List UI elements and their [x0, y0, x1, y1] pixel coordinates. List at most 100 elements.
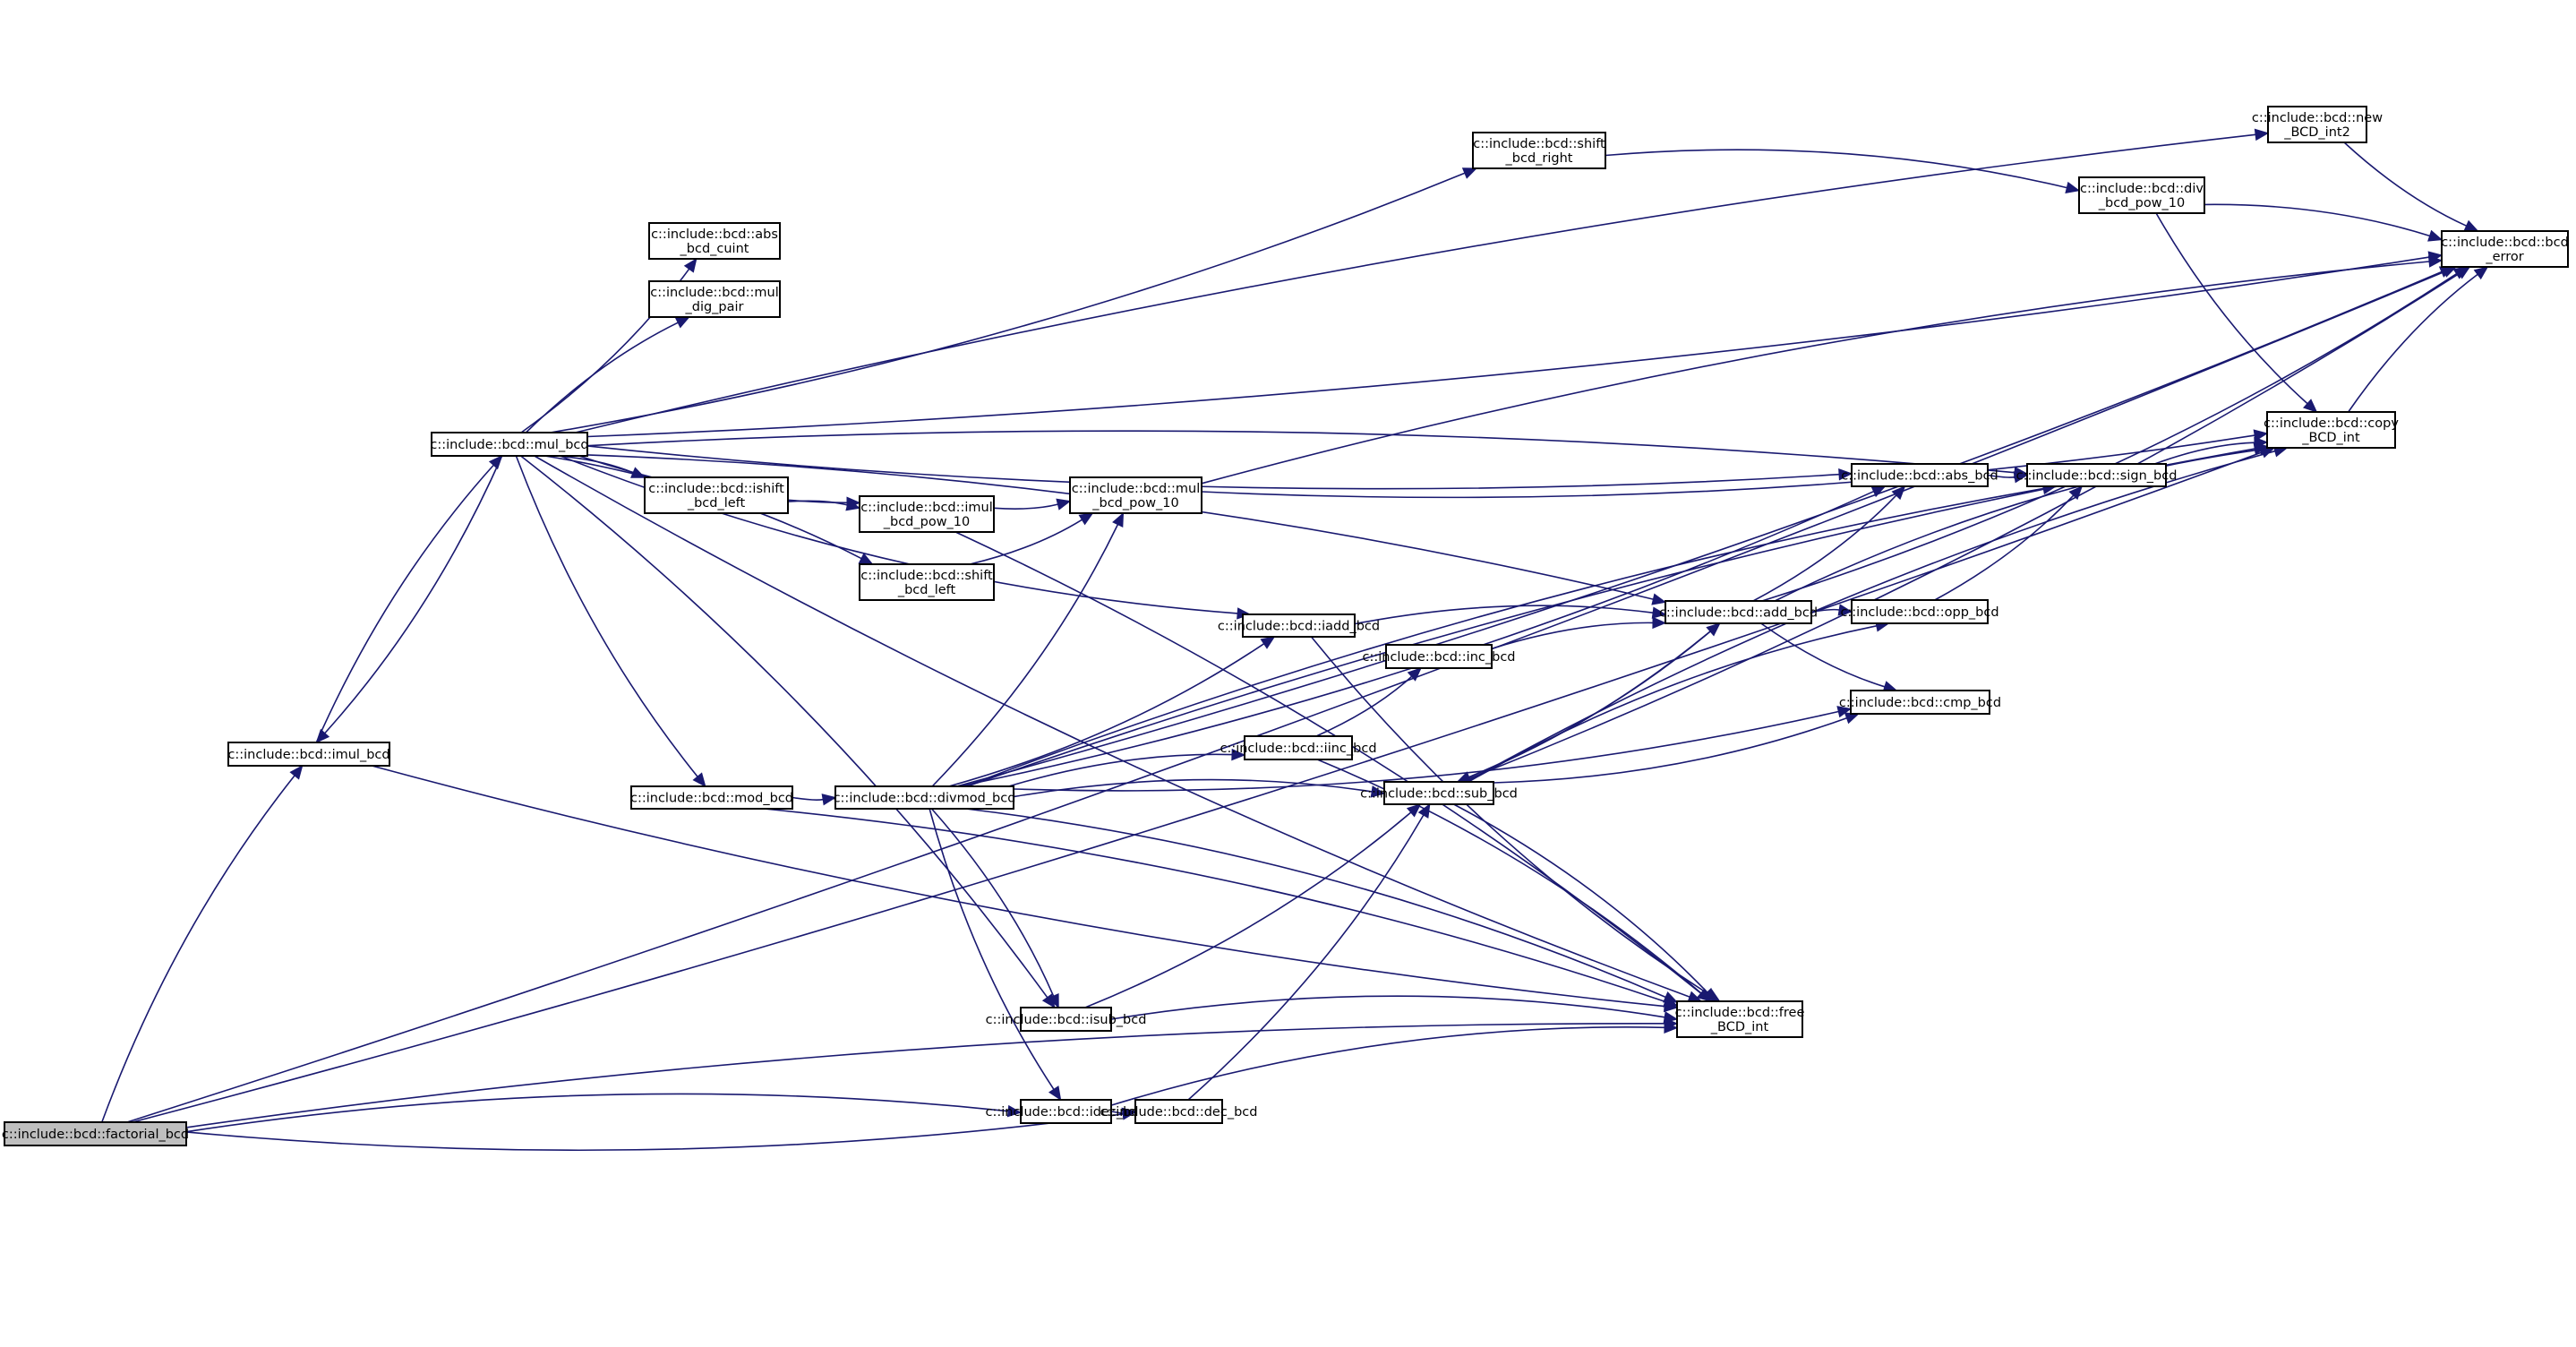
node-shift_bcd_left[interactable]: c::include::bcd::shift_bcd_left [859, 563, 995, 601]
node-cmp_bcd[interactable]: c::include::bcd::cmp_bcd [1839, 690, 2001, 715]
edge-line [185, 1093, 1009, 1133]
edge-line [550, 172, 1466, 433]
node-box[interactable] [2078, 176, 2205, 214]
edge-line [1084, 811, 1412, 1008]
node-imul_bcd[interactable]: c::include::bcd::imul_bcd [227, 742, 390, 767]
node-label: c::include::bcd::imul_bcd [227, 748, 389, 762]
node-bcd_error[interactable]: c::include::bcd::bcd_error [2441, 230, 2569, 268]
node-box[interactable] [2026, 463, 2167, 487]
node-box[interactable] [1134, 1099, 1223, 1124]
node-box[interactable] [1472, 132, 1606, 169]
edge-add_bcd-to-cmp_bcd [1760, 622, 1898, 693]
node-label: _BCD_int [1710, 1020, 1769, 1034]
node-box[interactable] [1244, 735, 1353, 760]
node-box[interactable] [1676, 1000, 1803, 1038]
node-idec_bcd[interactable]: c::include::bcd::idec_bcd [986, 1099, 1147, 1124]
node-label: _bcd_pow_10 [2098, 196, 2186, 210]
node-box[interactable] [1020, 1007, 1112, 1032]
edge-line [1453, 803, 1708, 993]
node-box[interactable] [648, 280, 781, 318]
node-box[interactable] [2266, 411, 2396, 449]
node-inc_bcd[interactable]: c::include::bcd::inc_bcd [1362, 644, 1516, 669]
node-box[interactable] [859, 495, 995, 533]
node-abs_bcd_cuint[interactable]: c::include::bcd::abs_bcd_cuint [648, 222, 781, 260]
arrowhead-icon [1706, 622, 1721, 637]
node-box[interactable] [1851, 463, 1989, 487]
arrowhead-icon [2254, 128, 2270, 142]
node-shift_bcd_right[interactable]: c::include::bcd::shift_bcd_right [1472, 132, 1606, 169]
node-box[interactable] [834, 785, 1014, 810]
node-free_BCD_int[interactable]: c::include::bcd::free_BCD_int [1675, 1000, 1805, 1038]
edge-line [185, 1113, 1124, 1152]
node-copy_BCD_int[interactable]: c::include::bcd::copy_BCD_int [2264, 411, 2399, 449]
edge-line [1760, 622, 1886, 688]
edge-imul_bcd-to-mul_bcd [315, 455, 503, 743]
node-box[interactable] [648, 222, 781, 260]
node-label: c::include::bcd::div [2080, 182, 2204, 196]
node-mul_bcd_pow_10[interactable]: c::include::bcd::mul_bcd_pow_10 [1069, 476, 1202, 514]
node-box[interactable] [1242, 613, 1356, 638]
arrowhead-icon [1891, 485, 1906, 501]
node-new_BCD_int2[interactable]: c::include::bcd::new_BCD_int2 [2252, 106, 2383, 143]
node-box[interactable] [2441, 230, 2569, 268]
edge-mul_bcd-to-shift_bcd_right [550, 167, 1478, 433]
node-isub_bcd[interactable]: c::include::bcd::isub_bcd [986, 1007, 1147, 1032]
arrowhead-icon [683, 257, 697, 273]
edge-divmod_bcd-to-iadd_bcd [948, 636, 1276, 787]
node-box[interactable] [431, 432, 588, 457]
arrowhead-icon [2455, 266, 2471, 279]
node-sub_bcd[interactable]: c::include::bcd::sub_bcd [1360, 781, 1518, 805]
node-div_bcd_pow_10[interactable]: c::include::bcd::div_bcd_pow_10 [2078, 176, 2205, 214]
node-box[interactable] [2267, 106, 2367, 143]
edge-sub_bcd-to-cmp_bcd [1493, 712, 1860, 784]
node-box[interactable] [1020, 1099, 1112, 1124]
node-label: c::include::bcd::divmod_bcd [834, 792, 1016, 806]
node-label: c::include::bcd::abs_bcd [1841, 469, 1998, 484]
node-iinc_bcd[interactable]: c::include::bcd::iinc_bcd [1220, 735, 1377, 760]
node-box[interactable] [644, 476, 789, 514]
edge-dec_bcd-to-sub_bcd [1187, 802, 1431, 1101]
node-sign_bcd[interactable]: c::include::bcd::sign_bcd [2016, 463, 2178, 487]
node-box[interactable] [1850, 690, 1990, 715]
node-ishift_bcd_left[interactable]: c::include::bcd::ishift_bcd_left [644, 476, 789, 514]
edge-mod_bcd-to-free_BCD_int [763, 808, 1679, 1008]
edge-line [575, 133, 2256, 433]
node-label: c::include::bcd::iinc_bcd [1220, 742, 1376, 756]
node-factorial_bcd[interactable]: c::include::bcd::factorial_bcd [2, 1121, 189, 1146]
node-label: c::include::bcd::mul_bcd [430, 438, 588, 452]
arrowhead-icon [821, 794, 837, 806]
edge-line [1310, 636, 1710, 996]
node-mul_bcd[interactable]: c::include::bcd::mul_bcd [430, 432, 589, 457]
node-divmod_bcd[interactable]: c::include::bcd::divmod_bcd [834, 785, 1016, 810]
node-add_bcd[interactable]: c::include::bcd::add_bcd [1659, 600, 1818, 624]
arrowhead-icon [2427, 255, 2443, 268]
node-box[interactable] [227, 742, 390, 767]
edge-isub_bcd-to-free_BCD_int [1110, 995, 1679, 1024]
arrowhead-icon [1651, 606, 1667, 619]
node-box[interactable] [1069, 476, 1202, 514]
node-label: _BCD_int2 [2283, 125, 2350, 140]
node-abs_bcd[interactable]: c::include::bcd::abs_bcd [1841, 463, 1998, 487]
node-box[interactable] [1383, 781, 1494, 805]
node-box[interactable] [1665, 600, 1812, 624]
edge-sub_bcd-to-free_BCD_int [1453, 803, 1717, 1002]
node-dec_bcd[interactable]: c::include::bcd::dec_bcd [1100, 1099, 1258, 1124]
edge-line [1316, 759, 1702, 994]
arrowhead-icon [1417, 802, 1431, 819]
arrowhead-icon [1836, 706, 1853, 718]
node-mod_bcd[interactable]: c::include::bcd::mod_bcd [630, 785, 793, 810]
node-box[interactable] [859, 563, 995, 601]
edge-line [586, 430, 2015, 474]
node-opp_bcd[interactable]: c::include::bcd::opp_bcd [1840, 599, 1999, 624]
node-box[interactable] [1385, 644, 1493, 669]
node-iadd_bcd[interactable]: c::include::bcd::iadd_bcd [1218, 613, 1380, 638]
node-label: c::include::bcd::isub_bcd [986, 1013, 1147, 1027]
node-box[interactable] [1851, 599, 1989, 624]
edge-line [1354, 605, 1654, 625]
node-box[interactable] [4, 1121, 187, 1146]
node-box[interactable] [630, 785, 793, 810]
edge-divmod_bcd-to-isub_bcd [930, 808, 1059, 1009]
node-mul_dig_pair[interactable]: c::include::bcd::mul_dig_pair [648, 280, 781, 318]
node-imul_bcd_pow_10[interactable]: c::include::bcd::imul_bcd_pow_10 [859, 495, 995, 533]
arrowhead-icon [1651, 593, 1667, 605]
